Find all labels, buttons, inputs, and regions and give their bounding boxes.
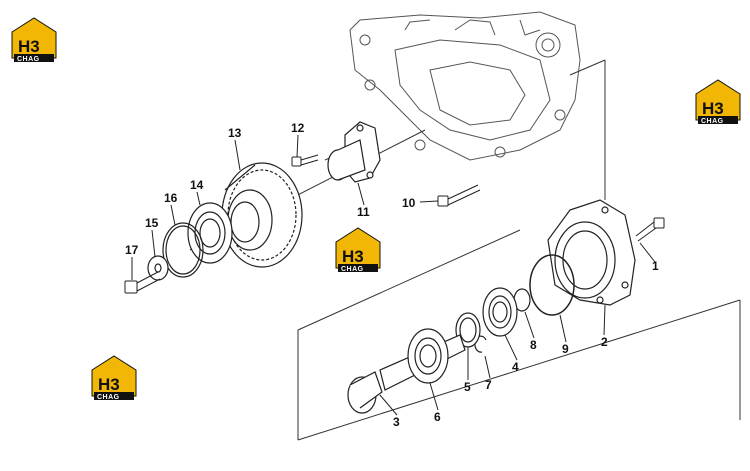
svg-text:CHAG: CHAG <box>701 118 724 125</box>
watermark-logo-top-right: H3 CHAG <box>695 79 741 125</box>
label-part-16: 16 <box>164 191 178 205</box>
part-13-large-gear <box>221 162 303 268</box>
svg-text:H3: H3 <box>98 375 120 394</box>
label-part-14: 14 <box>190 178 204 192</box>
label-part-7: 7 <box>485 378 492 392</box>
part-9-o-ring <box>529 254 575 316</box>
label-part-3: 3 <box>393 415 400 429</box>
label-part-17: 17 <box>125 243 139 257</box>
label-part-2: 2 <box>601 335 608 349</box>
label-part-10: 10 <box>402 196 416 210</box>
svg-text:H3: H3 <box>702 99 724 118</box>
part-17-bolt <box>124 271 161 294</box>
label-part-13: 13 <box>228 126 242 140</box>
svg-text:CHAG: CHAG <box>17 56 40 63</box>
svg-text:H3: H3 <box>18 37 40 56</box>
label-part-6: 6 <box>434 410 441 424</box>
part-labels: 1 2 3 4 5 6 7 8 9 10 11 12 13 14 15 16 1… <box>125 121 659 429</box>
assembly-frame <box>189 59 741 441</box>
engine-housing-drawing <box>349 11 581 161</box>
label-part-9: 9 <box>562 342 569 356</box>
leader-lines <box>131 134 656 416</box>
part-4-bearing <box>482 287 518 337</box>
part-11-flanged-housing <box>327 121 381 183</box>
label-part-4: 4 <box>512 360 519 374</box>
label-part-5: 5 <box>464 380 471 394</box>
part-6-bearing <box>407 328 449 384</box>
part-12-bolt <box>291 154 319 167</box>
svg-text:H3: H3 <box>342 247 364 266</box>
label-part-11: 11 <box>357 205 370 219</box>
part-2-housing-cover <box>547 199 636 306</box>
label-part-15: 15 <box>145 216 159 230</box>
watermark-logo-center: H3 CHAG <box>335 227 381 273</box>
part-15-washer <box>147 255 169 281</box>
part-10-long-bolt <box>437 184 481 207</box>
label-part-12: 12 <box>291 121 305 135</box>
part-16-snap-ring <box>162 222 204 278</box>
watermark-logo-top-left: H3 CHAG <box>11 17 57 63</box>
part-1-bolt <box>635 217 665 242</box>
svg-text:CHAG: CHAG <box>97 394 120 401</box>
watermark-logo-bottom-left: H3 CHAG <box>91 355 137 401</box>
label-part-1: 1 <box>652 259 659 273</box>
label-part-8: 8 <box>530 338 537 352</box>
svg-text:CHAG: CHAG <box>341 266 364 273</box>
